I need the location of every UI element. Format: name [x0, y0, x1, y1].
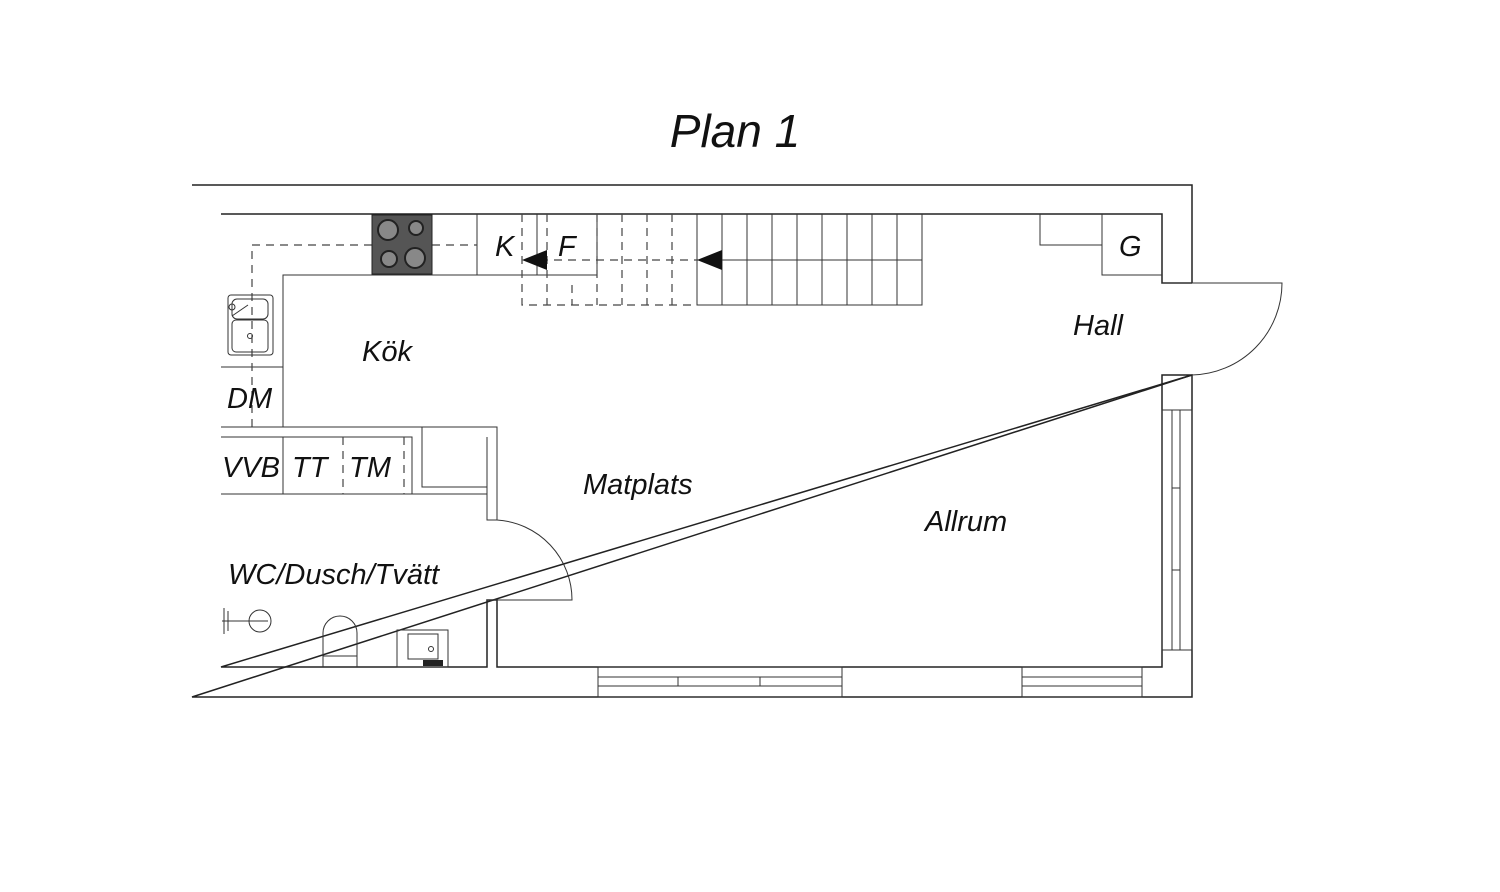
fixture-label-freezer: F [558, 231, 578, 263]
shower-icon [222, 608, 272, 634]
kitchen-sink-icon [227, 294, 274, 356]
room-label-dining: Matplats [583, 469, 693, 501]
fixture-label-dryer: TT [292, 452, 330, 484]
room-label-kitchen: Kök [362, 336, 413, 368]
window-bottom-2 [1021, 666, 1143, 698]
exterior-walls [191, 184, 1193, 698]
kitchen-counter [221, 214, 598, 428]
stair-arrow-icon [697, 250, 722, 270]
toilet-icon [322, 615, 358, 667]
washbasin-icon [396, 629, 449, 668]
window-bottom-1 [597, 666, 843, 698]
room-label-living: Allrum [923, 506, 1007, 538]
stair-arrow-icon [522, 250, 547, 270]
fixture-label-wardrobe: G [1119, 231, 1142, 263]
fixture-label-washer: TM [349, 452, 392, 484]
room-label-hall: Hall [1073, 310, 1125, 342]
fixture-label-fridge: K [495, 231, 516, 263]
window-right [1161, 409, 1193, 651]
room-label-bathroom: WC/Dusch/Tvätt [228, 559, 441, 591]
staircase [521, 214, 923, 306]
stove-icon [371, 214, 433, 275]
wardrobe [1039, 214, 1162, 276]
plan-title: Plan 1 [669, 105, 801, 157]
bathroom-walls [221, 426, 573, 601]
fixture-label-dishwasher: DM [227, 383, 273, 415]
fixture-label-water-heater: VVB [222, 452, 280, 484]
entrance-door [1162, 282, 1283, 376]
